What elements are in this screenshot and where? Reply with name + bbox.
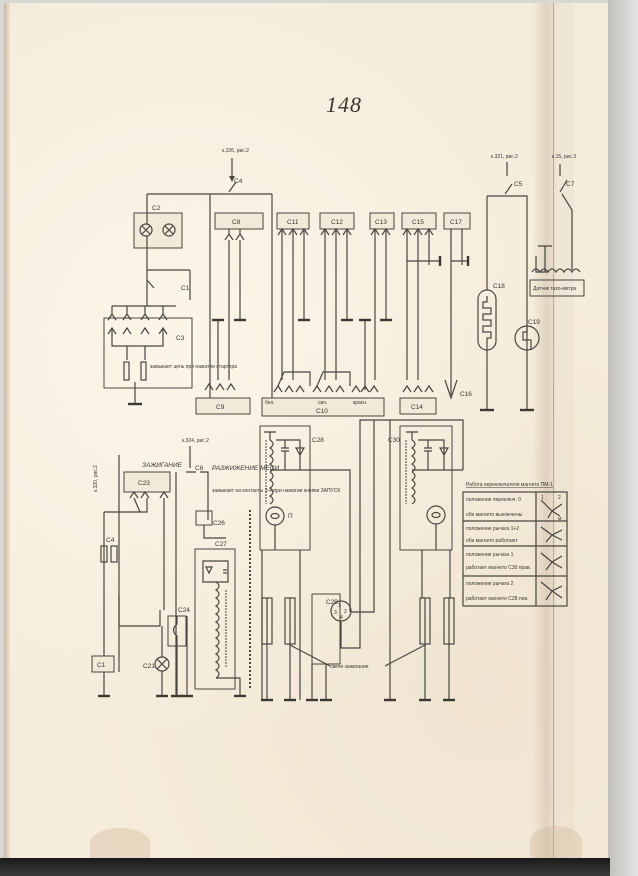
c13-label: С13 xyxy=(375,219,387,226)
scanner-margin xyxy=(608,0,638,876)
c8-label: С8 xyxy=(232,219,241,226)
c29-pin: 4 xyxy=(340,615,343,621)
c15-box xyxy=(401,212,437,230)
c3-box xyxy=(103,317,193,389)
vertical-wires xyxy=(277,227,470,395)
c29-pin: 3 xyxy=(334,610,337,616)
switch-row-state: работает магнето С30 прав. xyxy=(466,565,531,571)
switch-row-position: положение рычага 1+2 xyxy=(466,526,519,532)
c4-label: С4 xyxy=(234,178,243,185)
fold-crease xyxy=(553,3,554,858)
c6-label: С6 xyxy=(195,465,204,472)
ignition-label: ЗАЖИГАНИЕ xyxy=(142,462,183,469)
arrow-icon xyxy=(229,176,235,182)
c5-label: С5 xyxy=(514,181,523,188)
c1-label: С1 xyxy=(97,662,106,669)
c10-bel: бел. xyxy=(265,400,275,406)
switch-pin-label: 1 xyxy=(541,495,544,501)
c29-pin: 1 xyxy=(338,603,341,609)
switch-row-state: оба магнето выключены xyxy=(466,512,523,518)
switch-row-position: положение рычага 1 xyxy=(466,552,514,558)
c26-box xyxy=(195,510,213,526)
c28-box xyxy=(259,425,311,551)
c12-label: С12 xyxy=(331,219,343,226)
c2-label: С2 xyxy=(152,205,161,212)
c18-label: С18 xyxy=(493,283,505,290)
c21-label: С21 xyxy=(143,663,155,670)
lamp-icon xyxy=(162,223,176,237)
c7-reference: к.15, рис.3 xyxy=(552,154,576,160)
c29-label: С29 xyxy=(326,599,338,606)
c26-note: замыкает на контакты 3-4 при нажатии кно… xyxy=(212,488,340,494)
c16-label: С16 xyxy=(460,391,472,398)
c3-label: С3 xyxy=(176,335,185,342)
c17-label: С17 xyxy=(450,219,462,226)
switch-row-position: положение рычага 2 xyxy=(466,581,514,587)
paper-stain xyxy=(90,828,150,858)
c10-krasn: красн. xyxy=(353,400,367,406)
c19-label: С19 xyxy=(528,319,540,326)
c3-note-1: замыкает цепь при нажатии стартера xyxy=(150,364,237,370)
c5-reference: к.321, рис.2 xyxy=(491,154,518,160)
rotor-label: П xyxy=(288,513,293,520)
c10-box xyxy=(261,397,385,417)
c30-box xyxy=(399,425,453,551)
c26-label: С26 xyxy=(213,520,225,527)
page-number: 148 xyxy=(326,92,362,117)
c1-switch-label: С1 xyxy=(181,285,190,292)
switch-pin-label: 2 xyxy=(558,495,561,501)
switch-row-state: работает магнето С28 лев. xyxy=(466,596,529,602)
c13-box xyxy=(369,212,395,230)
magneto-rotor xyxy=(426,505,446,525)
magneto-rotor xyxy=(265,506,285,526)
c6-reference: к.324, рис.2 xyxy=(182,438,209,444)
switch-c5 xyxy=(504,183,513,195)
c17-box xyxy=(443,212,471,230)
c2-box xyxy=(133,212,183,249)
c14-box xyxy=(399,397,437,415)
switch-c4 xyxy=(228,181,237,193)
c23-box xyxy=(123,471,171,493)
mixture-label: РАЗЖИЖЕНИЕ МЕСИ xyxy=(212,465,279,472)
spark-plugs xyxy=(261,597,455,700)
switch-row-position: положение переключ. 0 xyxy=(466,497,521,503)
c9-box xyxy=(195,397,251,415)
page-edge xyxy=(4,3,10,858)
c24-label: С24 xyxy=(178,607,190,614)
c4-reference: к.326, рис.2 xyxy=(222,148,249,154)
c14-label: С14 xyxy=(411,404,423,411)
c1-box xyxy=(91,655,115,673)
c7-sensor-box xyxy=(529,279,585,297)
c28-label: С28 xyxy=(312,437,324,444)
switch-pin-label: м xyxy=(558,516,562,522)
c11-label: С11 xyxy=(287,219,299,226)
c9-label: С9 xyxy=(216,404,225,411)
c7-box-note: Датчик тахо-метра xyxy=(533,286,576,292)
c10-sin: син. xyxy=(318,400,327,406)
switch-row-state: оба магнето работают xyxy=(466,538,518,544)
lamp-icon xyxy=(139,223,153,237)
switch-table xyxy=(462,491,568,607)
switch-diagrams xyxy=(540,499,563,601)
c7-label: С7 xyxy=(566,181,575,188)
c29-pin: 2 xyxy=(344,609,347,615)
c12-box xyxy=(319,212,355,230)
c10-label: С10 xyxy=(316,408,328,415)
paper-stain xyxy=(530,826,582,858)
c4-switch xyxy=(100,545,108,563)
scanned-page xyxy=(4,3,608,858)
c27-box xyxy=(194,548,236,690)
c23-reference: к.320, рис.2 xyxy=(93,465,99,492)
c15-label: С15 xyxy=(412,219,424,226)
switch-table-title: Работа переключателя магнето ПМ-1 xyxy=(466,482,553,488)
c23-label: С23 xyxy=(138,480,150,487)
c30-label: С30 xyxy=(388,437,400,444)
spark-plugs-label: свечи зажигания xyxy=(330,664,369,670)
c4-bottom-label: С4 xyxy=(106,537,115,544)
connector-pins xyxy=(107,306,168,360)
c8-box xyxy=(214,212,264,230)
c27-label: С27 xyxy=(215,541,227,548)
scan-shadow xyxy=(0,858,610,876)
